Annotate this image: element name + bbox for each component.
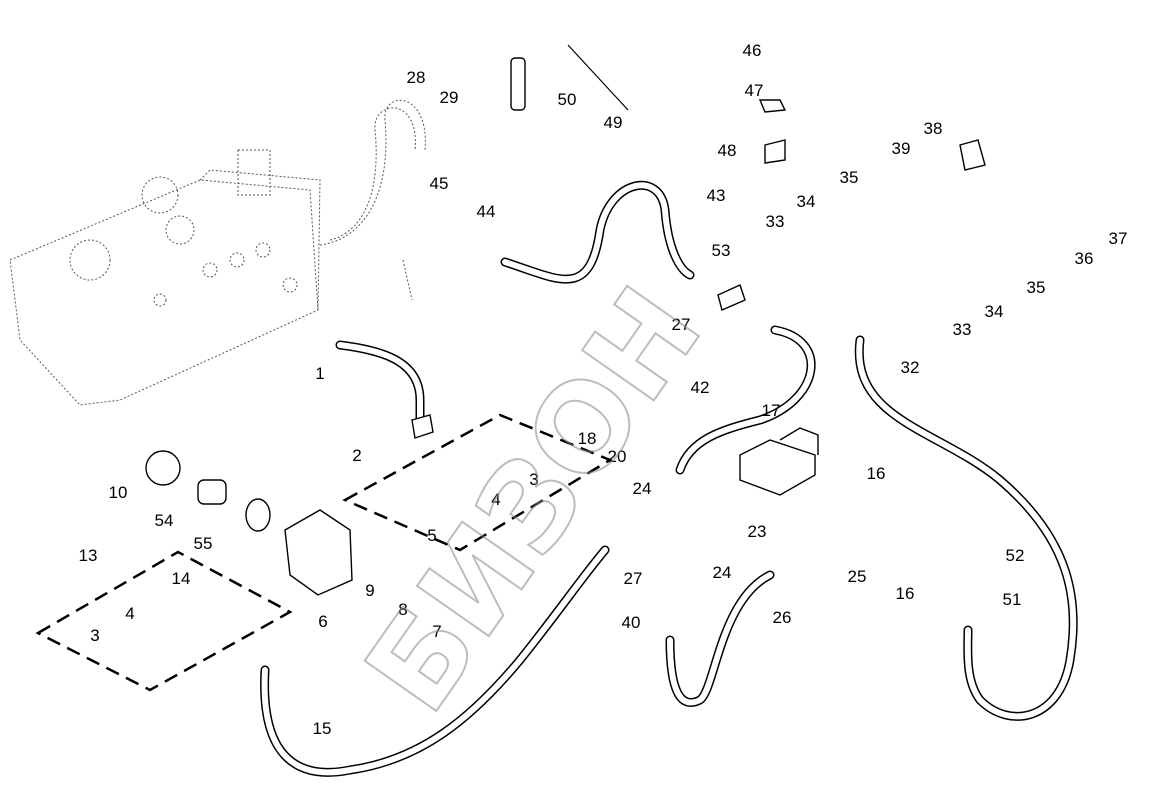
part-label-35: 35 xyxy=(1027,278,1046,297)
part-label-24: 24 xyxy=(633,479,652,498)
part-label-48: 48 xyxy=(718,141,737,160)
part-label-4: 4 xyxy=(491,490,500,509)
part-label-8: 8 xyxy=(398,600,407,619)
part-label-13: 13 xyxy=(79,546,98,565)
part-label-34: 34 xyxy=(797,192,816,211)
part-label-18: 18 xyxy=(578,429,597,448)
part-label-14: 14 xyxy=(172,569,191,588)
part-label-15: 15 xyxy=(313,719,332,738)
part-label-3: 3 xyxy=(90,626,99,645)
part-label-54: 54 xyxy=(155,511,174,530)
kit-outline-2 xyxy=(342,413,613,552)
part-label-34: 34 xyxy=(985,302,1004,321)
part-label-55: 55 xyxy=(194,534,213,553)
part-label-27: 27 xyxy=(672,315,691,334)
part-label-35: 35 xyxy=(840,168,859,187)
part-label-53: 53 xyxy=(712,241,731,260)
part-label-6: 6 xyxy=(318,612,327,631)
part-label-28: 28 xyxy=(407,68,426,87)
part-label-46: 46 xyxy=(743,41,762,60)
part-label-2: 2 xyxy=(352,446,361,465)
part-label-47: 47 xyxy=(745,81,764,100)
part-label-36: 36 xyxy=(1075,249,1094,268)
part-label-23: 23 xyxy=(748,522,767,541)
part-label-49: 49 xyxy=(604,113,623,132)
part-label-44: 44 xyxy=(477,202,496,221)
part-label-38: 38 xyxy=(924,119,943,138)
part-label-10: 10 xyxy=(109,483,128,502)
part-label-7: 7 xyxy=(432,622,441,641)
part-label-17: 17 xyxy=(762,401,781,420)
part-label-52: 52 xyxy=(1006,546,1025,565)
part-label-29: 29 xyxy=(440,88,459,107)
part-label-5: 5 xyxy=(427,526,436,545)
part-label-45: 45 xyxy=(430,174,449,193)
kit-outline-13 xyxy=(35,550,293,692)
part-label-33: 33 xyxy=(766,212,785,231)
part-label-16: 16 xyxy=(867,464,886,483)
part-label-24: 24 xyxy=(713,563,732,582)
part-label-1: 1 xyxy=(315,364,324,383)
part-label-33: 33 xyxy=(953,320,972,339)
part-label-16: 16 xyxy=(896,584,915,603)
part-label-4: 4 xyxy=(125,604,134,623)
part-label-40: 40 xyxy=(622,613,641,632)
part-label-3: 3 xyxy=(529,470,538,489)
hydraulic-tank xyxy=(9,99,426,406)
part-label-51: 51 xyxy=(1003,590,1022,609)
part-label-20: 20 xyxy=(608,447,627,466)
part-label-27: 27 xyxy=(624,569,643,588)
part-label-9: 9 xyxy=(365,581,374,600)
part-label-42: 42 xyxy=(691,378,710,397)
part-label-32: 32 xyxy=(901,358,920,377)
part-label-37: 37 xyxy=(1109,229,1128,248)
part-label-43: 43 xyxy=(707,186,726,205)
hoses xyxy=(260,180,1078,777)
part-label-39: 39 xyxy=(892,139,911,158)
part-label-50: 50 xyxy=(558,90,577,109)
components xyxy=(145,44,986,596)
part-label-25: 25 xyxy=(848,567,867,586)
part-label-26: 26 xyxy=(773,608,792,627)
